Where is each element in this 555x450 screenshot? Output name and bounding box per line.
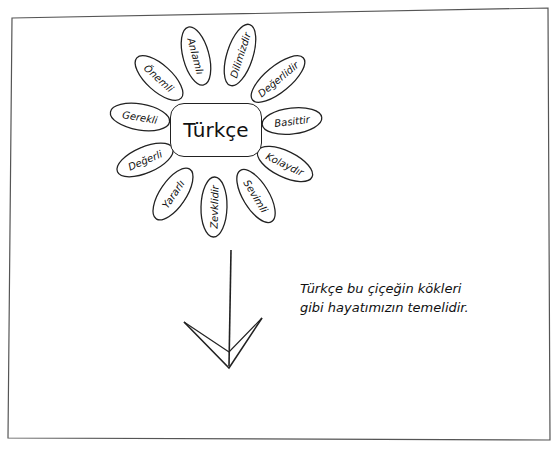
flower-roots — [184, 318, 262, 352]
flower-petal: Anlamlı — [175, 22, 218, 89]
flower-petal: Zevklidir — [199, 176, 228, 239]
flower-petal: Basittir — [260, 103, 325, 138]
petal-shape — [128, 48, 190, 108]
petal-shape — [113, 137, 178, 185]
petal-shape — [244, 48, 311, 110]
flower-petal: Dilimizdir — [217, 19, 264, 90]
petal-shape — [108, 99, 171, 135]
note-text: Türkçe bu çiçeğin kökleri gibi hayatımız… — [300, 280, 485, 318]
flower-roots — [184, 318, 262, 368]
flower-stem — [229, 250, 231, 366]
petal-shape — [229, 163, 282, 228]
petal-shape — [253, 139, 318, 189]
flower-center: Türkçe — [170, 103, 262, 157]
petal-word: Zevklidir — [208, 185, 220, 229]
flower-petal: Gerekli — [107, 98, 173, 136]
petal-shape — [145, 162, 200, 226]
petal-shape — [200, 177, 227, 238]
flower-petal: Önemli — [127, 47, 192, 109]
petal-shape — [261, 104, 324, 137]
petal-shape — [218, 20, 262, 89]
center-word: Türkçe — [183, 118, 248, 142]
petal-shape — [176, 23, 217, 88]
page-frame — [8, 8, 550, 440]
